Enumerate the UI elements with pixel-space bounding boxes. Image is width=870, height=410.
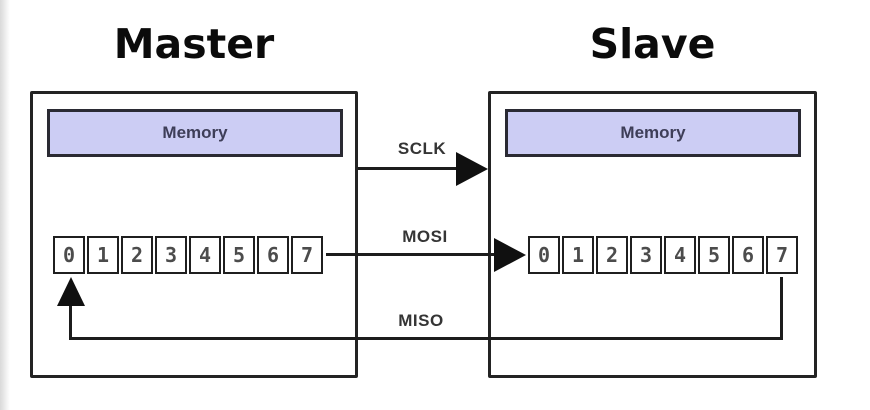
register-cell: 6 [732,236,764,274]
register-cell: 4 [664,236,696,274]
register-cell: 4 [189,236,221,274]
miso-line-master-rise [69,300,72,340]
miso-label: MISO [398,311,444,330]
master-memory-block: Memory [47,109,343,157]
mosi-line [326,253,496,256]
slave-shift-register: 0 1 2 3 4 5 6 7 [528,236,798,274]
slave-title: Slave [589,20,716,68]
register-cell: 2 [596,236,628,274]
master-shift-register: 0 1 2 3 4 5 6 7 [53,236,323,274]
slave-memory-label: Memory [620,123,686,142]
master-title: Master [113,20,275,68]
mosi-arrowhead-icon [494,238,526,272]
register-cell: 7 [766,236,798,274]
master-memory-label: Memory [162,123,228,142]
register-cell: 0 [528,236,560,274]
miso-line-slave-drop [780,277,783,339]
miso-arrowhead-icon [57,277,85,306]
sclk-label: SCLK [397,139,447,158]
register-cell: 2 [121,236,153,274]
register-cell: 1 [562,236,594,274]
register-cell: 6 [257,236,289,274]
sclk-line [358,167,458,170]
register-cell: 0 [53,236,85,274]
register-cell: 1 [87,236,119,274]
mosi-label: MOSI [402,227,448,246]
register-cell: 5 [223,236,255,274]
left-edge-shading [0,0,10,410]
miso-line-horizontal [70,337,783,340]
master-device-box [30,91,358,378]
register-cell: 3 [630,236,662,274]
slave-device-box [488,91,817,378]
register-cell: 5 [698,236,730,274]
sclk-arrowhead-icon [456,152,488,186]
register-cell: 3 [155,236,187,274]
register-cell: 7 [291,236,323,274]
slave-memory-block: Memory [505,109,801,157]
